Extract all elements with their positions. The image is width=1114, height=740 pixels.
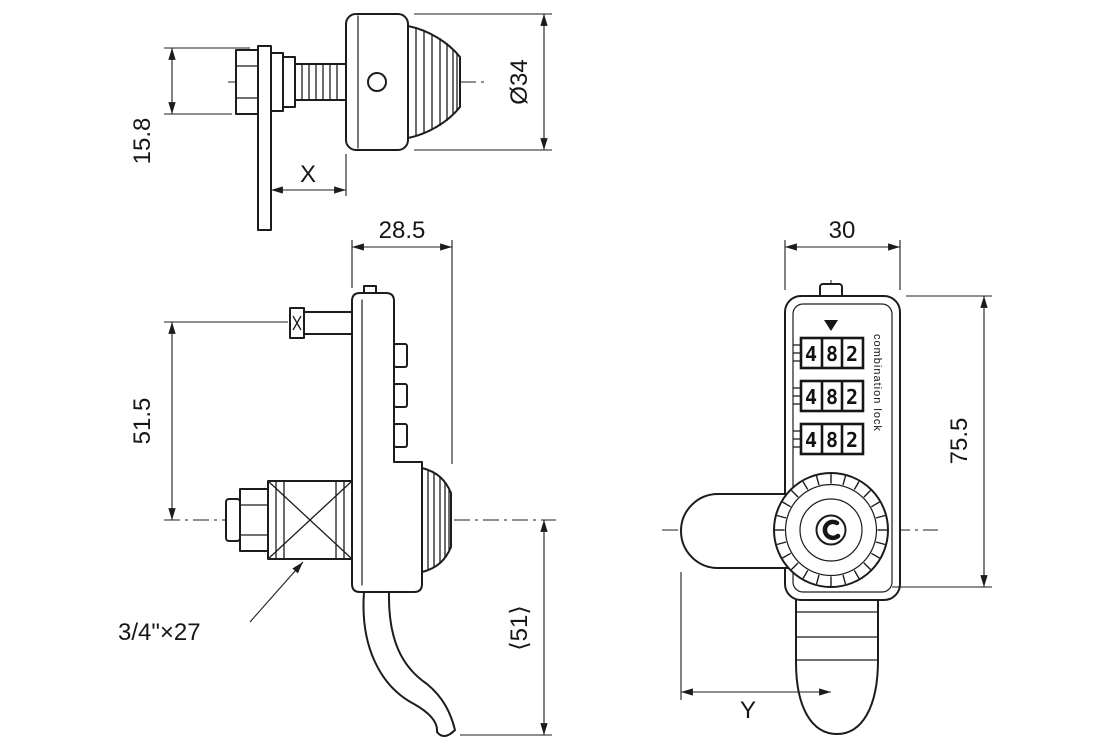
washer-2: [282, 56, 296, 108]
dim-center-height: 51.5: [129, 321, 288, 520]
thread-spec-label: 3/4"×27: [118, 619, 201, 646]
dial-wheel-edge-1: [393, 343, 408, 368]
hex-nut-facets-side: [240, 504, 268, 536]
dim-knob-diameter: Ø34: [414, 13, 552, 151]
dial-digit[interactable]: 4: [805, 428, 817, 452]
dim-body-width: 30: [784, 217, 901, 290]
dim-cam-offset: X: [271, 154, 347, 196]
hex-nut-facets: [236, 65, 258, 99]
dial-digit[interactable]: 2: [846, 342, 858, 366]
cam-plate-edge: [257, 45, 272, 231]
dial-frame-1[interactable]: [799, 336, 865, 370]
shaft-end-circle: [367, 72, 387, 92]
thread-cross-pattern: [267, 480, 353, 560]
front-view: 4 8 2 4 8 2 4 8 2 combination lock: [662, 217, 992, 735]
dim-cam-offset-label: X: [300, 161, 316, 188]
knurled-knob-side-view: [421, 467, 452, 573]
shaft-end-cap: [225, 498, 241, 542]
keyway-icon: [822, 519, 841, 541]
cam-lever-side-view: [362, 591, 456, 737]
dial-digit[interactable]: 4: [805, 342, 817, 366]
dim-knob-diameter-label: Ø34: [506, 59, 533, 104]
dim-body-depth-label: 28.5: [379, 217, 426, 244]
dim-cam-drop-label: ⟨51⟩: [506, 605, 533, 650]
brand-text: combination lock: [871, 334, 883, 432]
dial-row-1[interactable]: 4 8 2: [793, 336, 865, 370]
knob-mid-circle: [784, 483, 878, 577]
dim-body-depth: 28.5: [351, 217, 453, 464]
dim-body-height-label: 75.5: [946, 418, 973, 465]
knob-outer-circle[interactable]: [773, 472, 889, 588]
dim-stack-height-label: 15.8: [129, 118, 156, 165]
dial-digit[interactable]: 2: [846, 385, 858, 409]
hex-nut-side-view: [239, 488, 269, 552]
dial-wheel-edge-3: [393, 423, 408, 448]
dim-center-height-label: 51.5: [129, 398, 156, 445]
lock-body-top-view: [345, 13, 409, 151]
dial-digit[interactable]: 8: [826, 342, 838, 366]
dial-serration-3: [793, 430, 801, 448]
dial-frame-3[interactable]: [799, 422, 865, 456]
knob-face-circle: [799, 498, 863, 562]
lock-body-side-view: [351, 292, 423, 593]
dial-digit[interactable]: 4: [805, 385, 817, 409]
knob-knurl-hatch-top: [415, 28, 458, 136]
shaft-thread-hatch: [301, 64, 338, 100]
dial-digit[interactable]: 8: [826, 385, 838, 409]
dial-row-2[interactable]: 4 8 2: [793, 379, 865, 413]
dim-body-width-label: 30: [829, 217, 856, 244]
dial-frame-2[interactable]: [799, 379, 865, 413]
dial-serration-1: [793, 344, 801, 362]
dim-cam-drop: ⟨51⟩: [460, 520, 552, 736]
dial-digit[interactable]: 8: [826, 428, 838, 452]
dim-stack-height: 15.8: [129, 47, 250, 165]
washer-1: [270, 52, 284, 112]
dial-serration-2: [793, 387, 801, 405]
reset-pin-cross: [292, 315, 302, 331]
dial-row-3[interactable]: 4 8 2: [793, 422, 865, 456]
knob-knurl-hatch-side: [427, 470, 450, 570]
handle-lever[interactable]: [680, 493, 793, 569]
reset-pin-stem: [303, 311, 353, 335]
dial-digit[interactable]: 2: [846, 428, 858, 452]
dial-index-arrow-icon: [824, 320, 838, 331]
dim-handle-reach: Y: [680, 572, 831, 724]
dim-body-height: 75.5: [892, 295, 992, 588]
key-cylinder[interactable]: [815, 514, 847, 546]
hex-nut-top-view: [235, 49, 259, 115]
dial-wheel-edge-2: [393, 383, 408, 408]
cam-tongue-lines: [796, 611, 878, 661]
thread-callout: 3/4"×27: [118, 561, 304, 646]
dim-handle-reach-label: Y: [740, 697, 756, 724]
top-view: 15.8 X Ø34: [129, 13, 552, 231]
knob-knurl-ring: [775, 474, 887, 586]
side-view: 28.5 51.5 3/4"×27 ⟨51⟩: [118, 217, 556, 737]
faceplate-inner-outline: [792, 303, 893, 593]
